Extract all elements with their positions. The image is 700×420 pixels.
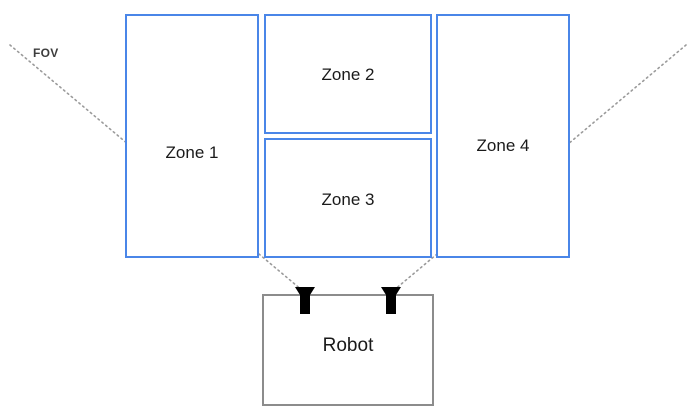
zone-box-zone-2[interactable]: Zone 2 [264,14,432,134]
sensor-icon [295,287,315,314]
zone-box-zone-3[interactable]: Zone 3 [264,138,432,258]
zone-box-zone-1[interactable]: Zone 1 [125,14,259,258]
fov-label: FOV [33,46,59,60]
zone-label-zone-4: Zone 4 [476,136,530,155]
zone-label-zone-1: Zone 1 [165,143,219,162]
robot-box[interactable]: Robot [262,294,434,406]
sensor-icon [381,287,401,314]
sensor-icon-right[interactable] [380,286,402,314]
zone-label-zone-2: Zone 2 [321,64,375,84]
robot-label: Robot [322,335,374,356]
sensor-icon-left[interactable] [294,286,316,314]
zone-box-zone-4[interactable]: Zone 4 [436,14,570,258]
zone-label-zone-3: Zone 3 [321,190,375,209]
